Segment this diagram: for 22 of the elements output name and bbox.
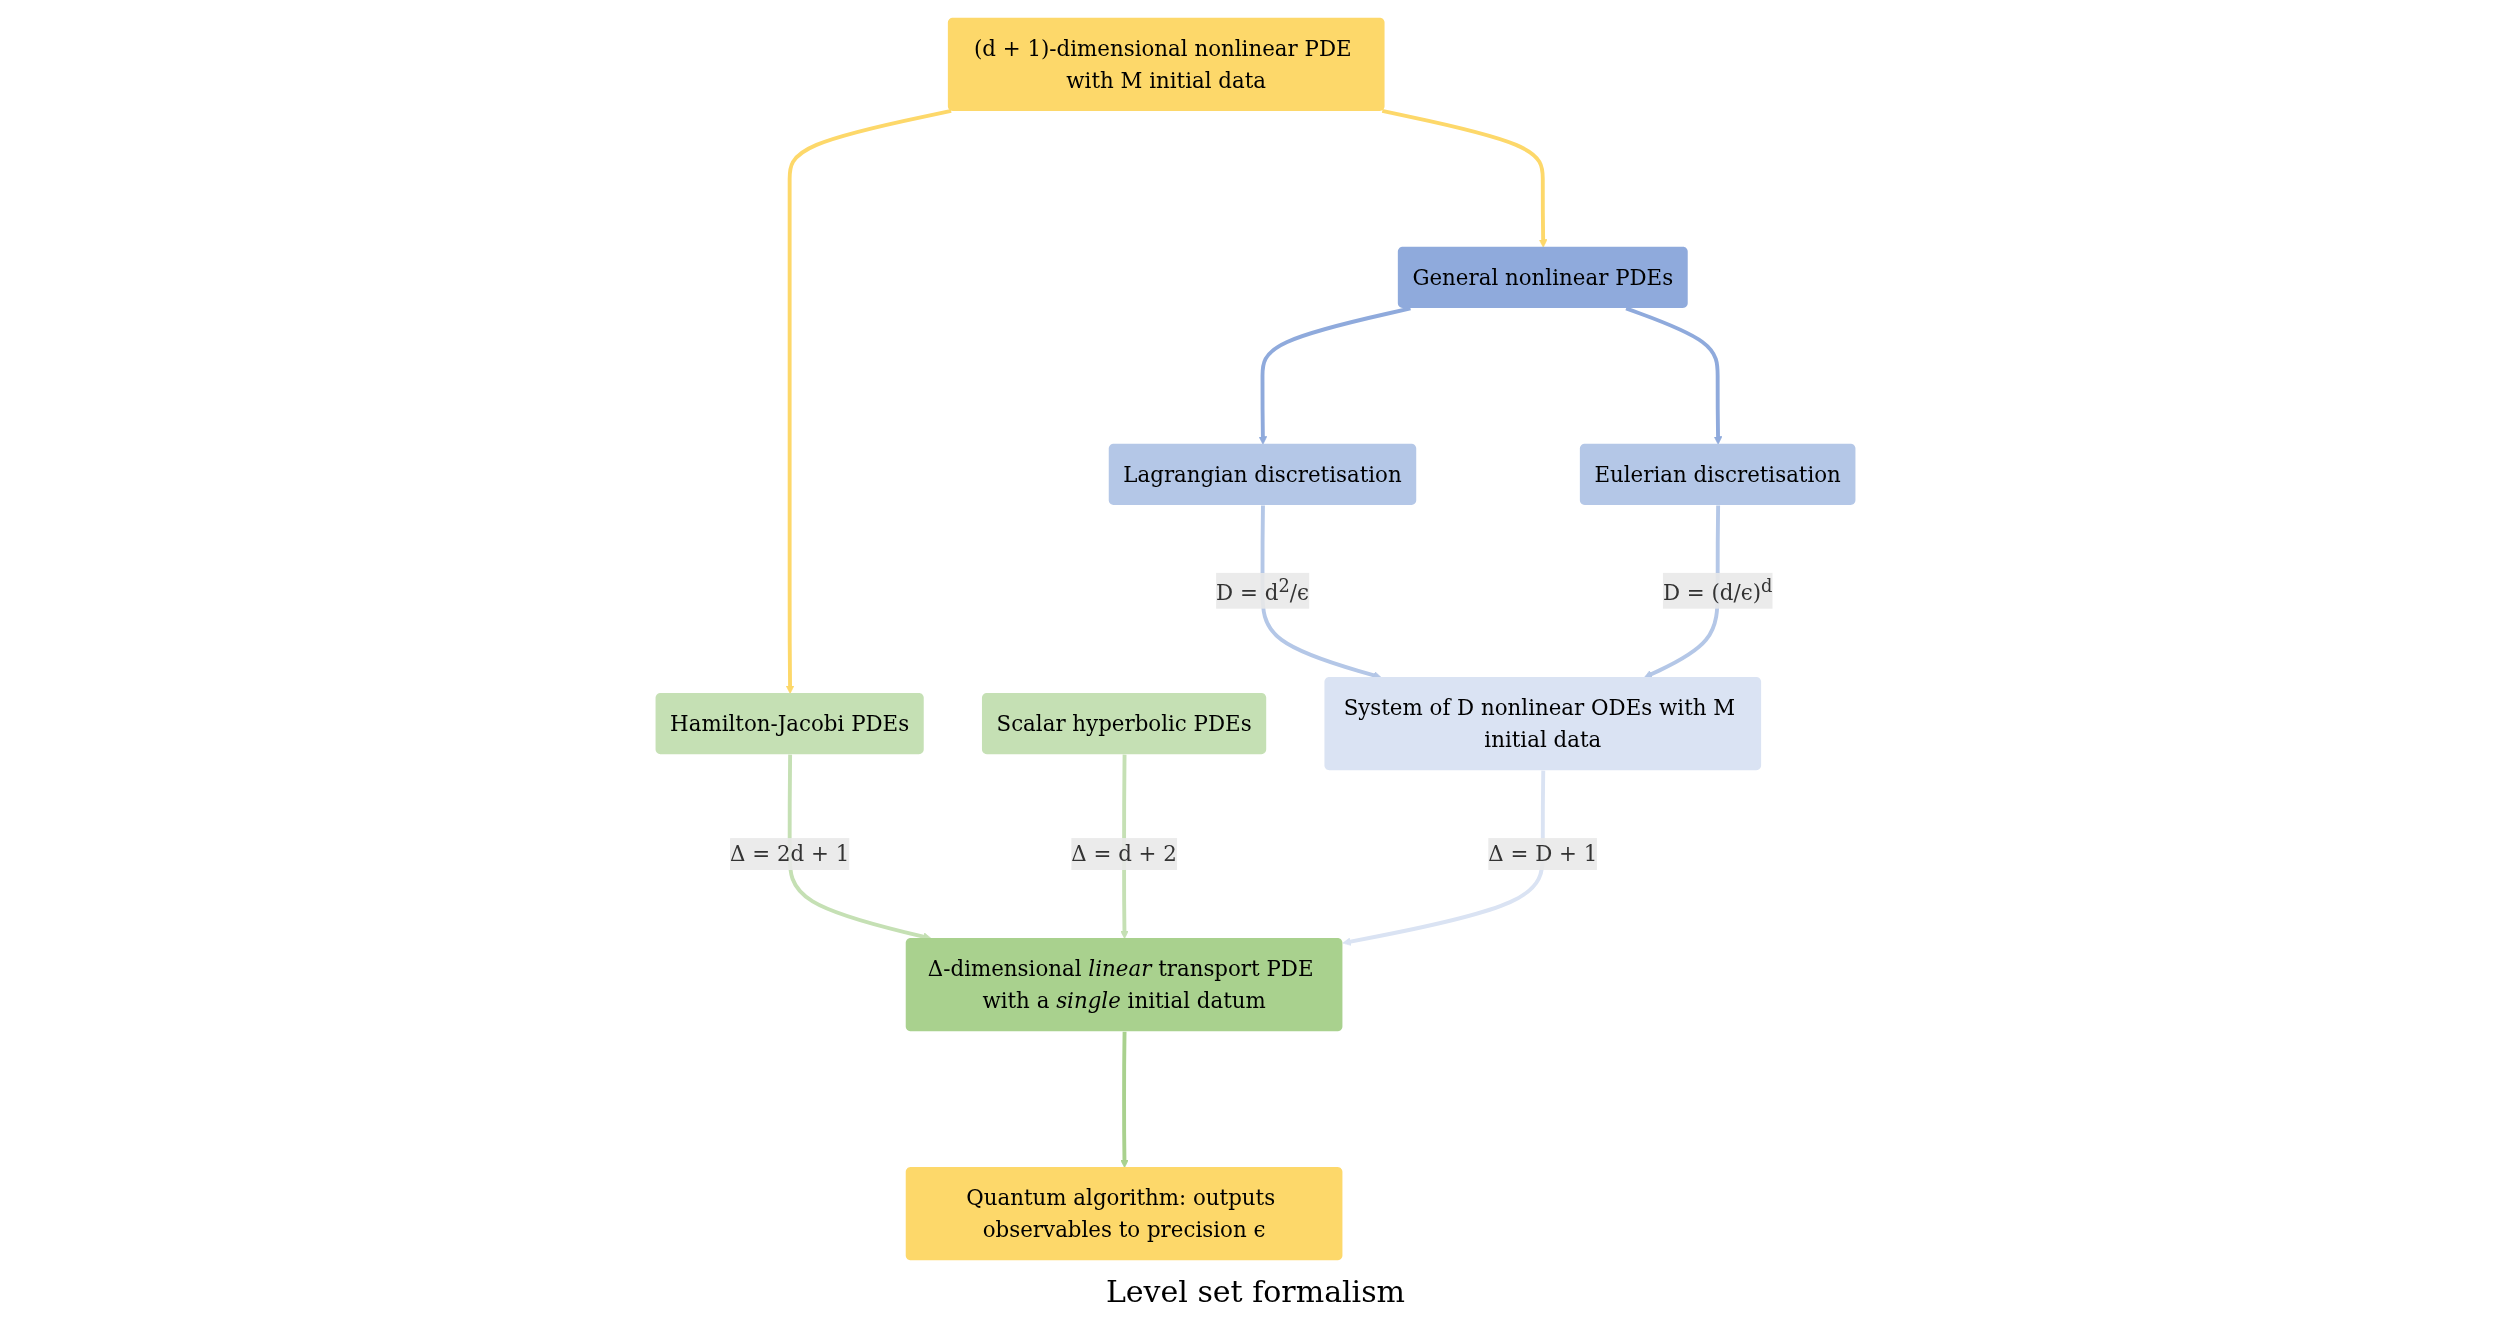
arrow <box>787 754 932 941</box>
node-box: General nonlinear PDEs <box>1397 246 1688 308</box>
edge-label: Δ = 2d + 1 <box>730 841 850 867</box>
note-text: Level set formalism <box>1105 1274 1406 1309</box>
node-box: Δ-dimensional linear transport PDE with a single initial datum <box>905 938 1343 1032</box>
arrow <box>1342 770 1546 946</box>
node-box: Scalar hyperbolic PDEs <box>981 693 1267 755</box>
node-box: Eulerian discretisation <box>1579 443 1856 505</box>
node-box: Hamilton-Jacobi PDEs <box>655 693 924 755</box>
edge-label: D = (d/ϵ)$^{d}$ <box>1662 575 1773 606</box>
node-box: (d + 1)-dimensional nonlinear PDE with M initial data <box>947 17 1385 111</box>
arrow <box>1258 306 1411 445</box>
node-box: System of D nonlinear ODEs with M initial data <box>1324 677 1762 771</box>
arrow <box>1120 1031 1129 1168</box>
arrow <box>785 109 952 694</box>
edge-label: D = d$^{2}$/ϵ <box>1216 575 1309 606</box>
edge-label: Δ = d + 2 <box>1071 841 1177 867</box>
arrow <box>1625 306 1723 445</box>
node-box: Quantum algorithm: outputs observables to precision ϵ <box>905 1167 1343 1261</box>
edge-label: Δ = D + 1 <box>1488 841 1598 867</box>
node-box: Lagrangian discretisation <box>1108 443 1417 505</box>
arrow <box>1381 109 1548 248</box>
